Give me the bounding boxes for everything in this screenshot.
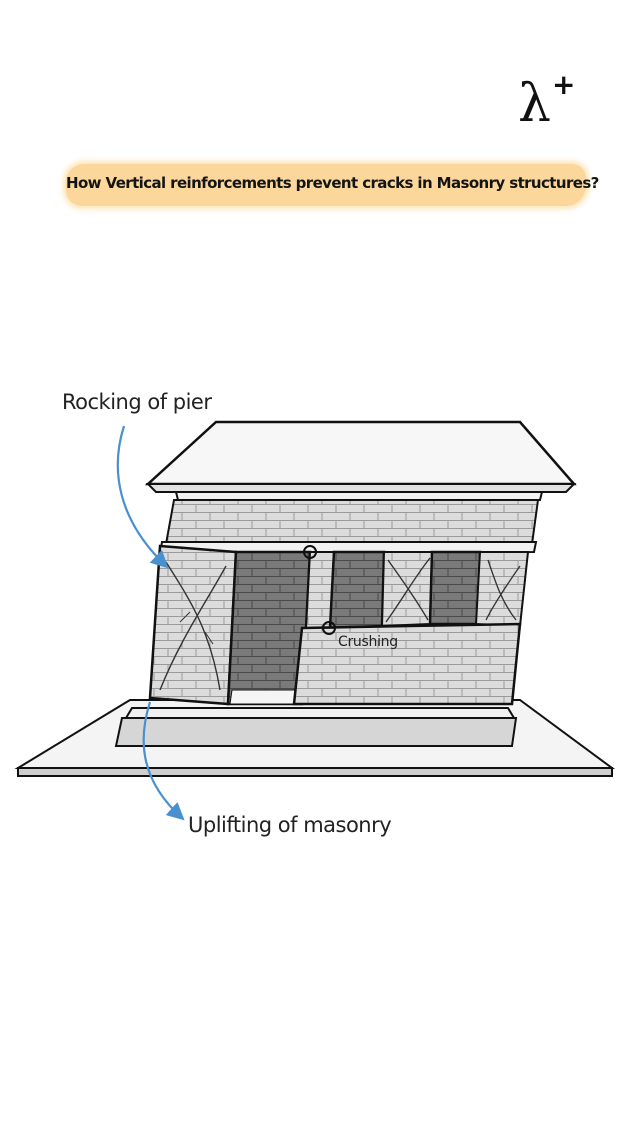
plinth <box>114 707 518 747</box>
door-opening <box>226 550 312 706</box>
page-title: How Vertical reinforcements prevent crac… <box>66 174 599 192</box>
logo-lambda: λ <box>518 74 551 134</box>
lower-wall <box>292 622 522 706</box>
lambda-plus-logo: λ + <box>518 68 578 136</box>
crushing-marker-icon <box>303 545 336 635</box>
label-crushing: Crushing <box>338 634 398 650</box>
label-rocking-of-pier: Rocking of pier <box>62 390 212 414</box>
upper-wall <box>164 499 540 545</box>
window-left <box>328 550 386 630</box>
middle-pier <box>380 551 434 628</box>
window-right <box>428 550 482 626</box>
logo-plus: + <box>552 68 576 101</box>
arrow-icon <box>116 425 169 569</box>
left-pier <box>148 544 238 706</box>
right-pier <box>474 551 530 628</box>
roof <box>144 420 577 501</box>
label-uplifting-of-masonry: Uplifting of masonry <box>188 813 392 837</box>
arrow-icon <box>142 701 185 821</box>
title-highlight: How Vertical reinforcements prevent crac… <box>66 164 599 206</box>
